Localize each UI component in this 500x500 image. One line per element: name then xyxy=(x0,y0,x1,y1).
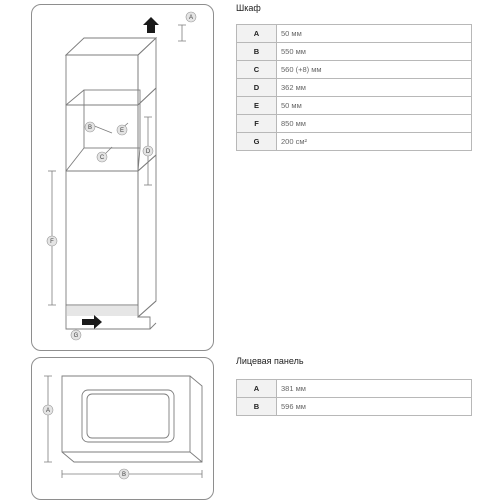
cabinet-section-title: Шкаф xyxy=(236,3,261,13)
dimension-key: E xyxy=(236,96,277,115)
arrow-right-icon xyxy=(82,315,102,329)
table-row: D 362 мм xyxy=(236,78,472,97)
front-panel-window xyxy=(81,389,175,443)
cabinet-diagram: A B C D E F G xyxy=(46,11,197,341)
dimension-key: D xyxy=(236,78,277,97)
plinth-vent xyxy=(67,306,137,316)
front-panel-diagram-panel: A B xyxy=(31,357,214,500)
table-row: E 50 мм xyxy=(236,96,472,115)
upper-box-front xyxy=(65,54,139,106)
table-row: B 596 мм xyxy=(236,397,472,416)
front-panel-dimensions-table: A 381 мм B 596 мм xyxy=(236,379,472,416)
upper-box-top xyxy=(64,37,158,56)
front-panel-outer xyxy=(61,375,203,463)
dimension-value: 596 мм xyxy=(276,397,472,416)
dimension-value: 381 мм xyxy=(276,379,472,398)
niche-side xyxy=(137,86,157,173)
dimension-value: 362 мм xyxy=(276,78,472,97)
marker-D: D xyxy=(146,149,151,155)
marker-G: G xyxy=(74,333,79,339)
dimension-value: 50 мм xyxy=(276,24,472,43)
front-marker-A: A xyxy=(46,408,50,414)
plinth xyxy=(65,304,151,330)
dimension-value: 850 мм xyxy=(276,114,472,133)
cabinet-dimensions-table: A 50 мм B 550 мм C 560 (+8) мм D 362 мм … xyxy=(236,24,472,151)
marker-F: F xyxy=(50,239,54,245)
arrow-up-icon xyxy=(143,17,159,33)
dimension-key: B xyxy=(236,397,277,416)
dimension-value: 560 (+8) мм xyxy=(276,60,472,79)
marker-A: A xyxy=(189,15,193,21)
dimension-value: 550 мм xyxy=(276,42,472,61)
cabinet-diagram-panel: A B C D E F G xyxy=(31,4,214,351)
front-panel-window-inner xyxy=(86,393,170,439)
marker-B: B xyxy=(88,125,92,131)
table-row: F 850 мм xyxy=(236,114,472,133)
table-row: C 560 (+8) мм xyxy=(236,60,472,79)
dimension-key: A xyxy=(236,379,277,398)
front-marker-B: B xyxy=(122,472,126,478)
dimension-value: 50 мм xyxy=(276,96,472,115)
dimension-key: A xyxy=(236,24,277,43)
table-row: B 550 мм xyxy=(236,42,472,61)
table-row: A 50 мм xyxy=(236,24,472,43)
table-row: G 200 см² xyxy=(236,132,472,151)
airflow-arrows xyxy=(82,17,159,329)
marker-E: E xyxy=(120,128,124,134)
niche-back xyxy=(83,89,141,149)
front-panel-section-title: Лицевая панель xyxy=(236,356,304,366)
table-row: A 381 мм xyxy=(236,379,472,398)
dimension-key: G xyxy=(236,132,277,151)
front-panel-diagram: A B xyxy=(42,375,203,480)
lower-cabinet-side xyxy=(137,153,157,319)
dimension-key: C xyxy=(236,60,277,79)
marker-C: C xyxy=(100,155,105,161)
dimension-key: B xyxy=(236,42,277,61)
dimension-key: F xyxy=(236,114,277,133)
upper-box-side xyxy=(137,36,157,107)
lower-cabinet-front xyxy=(65,170,139,306)
dimension-value: 200 см² xyxy=(276,132,472,151)
